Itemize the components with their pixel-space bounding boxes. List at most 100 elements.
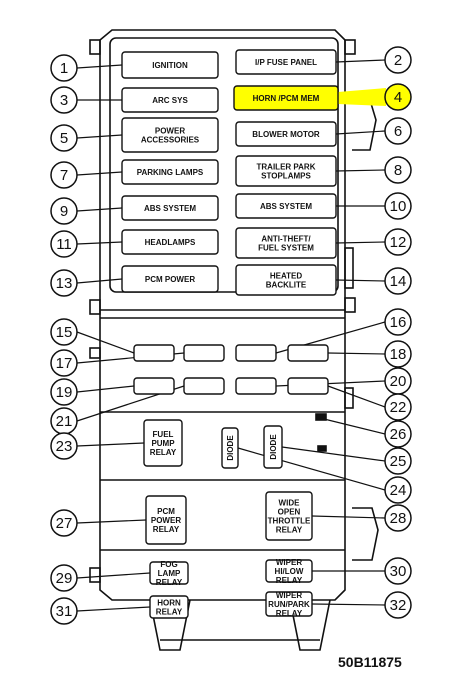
callout-14: 14 [384,267,412,295]
leader-line-29 [76,572,151,579]
fuse-module-30-label: HI/LOW [275,567,304,576]
fuse-module-12-body [235,227,337,259]
fuse-module-23-body [143,419,183,467]
leader-line-22 [327,385,386,408]
fuse-module-3: ARC SYS [121,87,219,113]
callout-27: 27 [50,509,78,537]
callout-number-24: 24 [390,482,407,499]
fuse-module-11: HEADLAMPS [121,229,219,255]
callout-25: 25 [384,447,412,475]
fuse-module-29-label: LAMP [158,569,181,578]
callout-circle-26 [384,420,412,448]
callout-21: 21 [50,407,78,435]
fuse-module-8-body [235,155,337,187]
callout-circle-16 [384,308,412,336]
callout-circle-10 [384,192,412,220]
leader-line-13 [76,278,123,284]
leader-line-26 [319,417,386,435]
leader-line-18 [327,352,386,355]
callout-circle-2 [384,46,412,74]
leader-line-14 [335,279,386,282]
fuse-module-29-label: RELAY [156,578,183,587]
callout-circle-22 [384,393,412,421]
fuse-module-19-body [133,377,175,395]
fuse-module-32-body [265,591,313,617]
fuse-module-15-body [133,344,175,362]
fuse-module-32-label: WIPER [276,591,302,600]
callout-circle-19 [50,378,78,406]
callout-number-14: 14 [390,273,407,290]
fuse-module-32-label: RELAY [276,609,303,618]
leader-line-31 [76,606,151,612]
callout-circle-27 [50,509,78,537]
callout-number-27: 27 [56,515,73,532]
callout-circle-15 [50,318,78,346]
callout-13: 13 [50,269,78,297]
callout-number-8: 8 [394,162,402,179]
fuse-module-23-label: PUMP [151,439,175,448]
callout-17: 17 [50,349,78,377]
fuse-module-8-label: STOPLAMPS [261,172,311,181]
callout-29: 29 [50,564,78,592]
fuse-module-5-label: POWER [155,127,185,136]
fuse-module-20 [235,377,277,395]
fuse-module-22 [287,377,329,395]
callout-number-17: 17 [56,355,73,372]
callout-number-3: 3 [60,92,68,109]
fuse-module-25-body [263,425,283,469]
callout-2: 2 [384,46,412,74]
fuse-module-23-label: RELAY [150,448,177,457]
callout-number-21: 21 [56,413,73,430]
callout-circle-3 [50,86,78,114]
fuse-module-13-label: PCM POWER [145,275,195,284]
fuse-module-17-body [183,344,225,362]
fuse-module-12: ANTI-THEFT/FUEL SYSTEM [235,227,337,259]
fuse-module-16 [235,344,277,362]
leader-line-1 [76,64,123,69]
drawing-id: 50B11875 [338,654,402,670]
fuse-module-10: ABS SYSTEM [235,193,337,219]
fuse-module-14-body [235,264,337,296]
callout-number-20: 20 [390,373,407,390]
fuse-module-3-label: ARC SYS [152,96,188,105]
callout-circle-8 [384,156,412,184]
callout-number-16: 16 [390,314,407,331]
leader-line-7 [76,171,123,176]
callout-number-29: 29 [56,570,73,587]
fuse-module-10-body [235,193,337,219]
callout-circle-18 [384,340,412,368]
fuse-module-32-label: RUN/PARK [268,600,310,609]
callout-24: 24 [384,476,412,504]
callout-number-15: 15 [56,324,73,341]
callout-31: 31 [50,597,78,625]
fuse-module-30-body [265,559,313,583]
callout-8: 8 [384,156,412,184]
callout-number-19: 19 [56,384,73,401]
fuse-module-9-body [121,195,219,221]
callout-circle-7 [50,161,78,189]
fuse-module-14-label: HEATED [270,272,303,281]
fuse-module-7-label: PARKING LAMPS [137,168,204,177]
fuse-module-25-label: DIODE [269,434,278,460]
fuse-module-11-body [121,229,219,255]
callout-12: 12 [384,228,412,256]
fuse-module-28-label: WIDE [279,499,301,508]
callout-23: 23 [50,432,78,460]
callout-number-25: 25 [390,453,407,470]
leader-line-25 [281,446,386,462]
fuse-module-12-label: ANTI-THEFT/ [261,235,311,244]
callout-number-13: 13 [56,275,73,292]
fuse-module-21 [183,377,225,395]
fuse-module-24-label: DIODE [226,435,235,461]
fuse-module-23-label: FUEL [153,430,174,439]
fuse-module-31-label: RELAY [156,608,183,617]
leader-line-27 [76,519,147,524]
callout-number-32: 32 [390,597,407,614]
fuse-module-30-label: RELAY [276,576,303,585]
